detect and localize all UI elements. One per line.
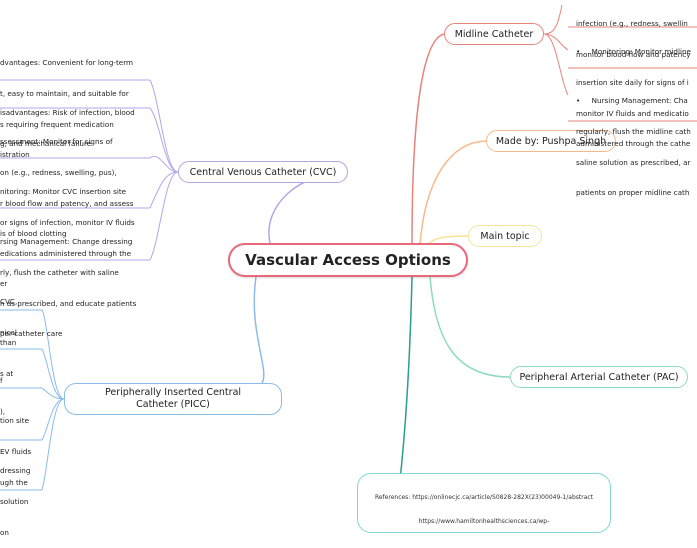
picc-subtopic-3[interactable]: f ), [0, 356, 5, 427]
picc-subtopic-2[interactable]: than s at [0, 318, 16, 389]
topic-label-line2: Catheter (PICC) [136, 399, 210, 410]
subtopic-line: patients on proper midline cath [576, 188, 690, 198]
picc-subtopic-1[interactable]: CVC, nical [0, 277, 17, 348]
references-line-1: References: https://onlinecjc.ca/article… [374, 494, 594, 501]
subtopic-line: f [0, 376, 3, 386]
topic-central-venous-catheter[interactable]: Central Venous Catheter (CVC) [178, 161, 348, 183]
subtopic-line: than [0, 338, 17, 348]
subtopic-line: ), [0, 407, 6, 417]
central-topic-label: Vascular Access Options [245, 251, 451, 269]
subtopic-line: ssessment: Monitor for signs of [0, 137, 113, 147]
picc-subtopic-4[interactable]: tion site EV fluids ugh the [0, 396, 31, 498]
subtopic-line: • Monitoring: Monitor midline [576, 47, 691, 57]
subtopic-line: per catheter care [0, 329, 63, 339]
subtopic-line: isadvantages: Risk of infection, blood [0, 108, 135, 118]
topic-references[interactable]: References: https://onlinecjc.ca/article… [357, 473, 611, 533]
topic-label-line1: Peripherally Inserted Central [104, 387, 242, 398]
topic-midline-catheter[interactable]: Midline Catheter [444, 23, 544, 45]
subtopic-line: infection (e.g., redness, swellin [576, 19, 688, 29]
topic-main-topic[interactable]: Main topic [468, 225, 542, 247]
subtopic-line: rsing Management: Change dressing [0, 237, 133, 247]
topic-label: Main topic [480, 230, 530, 242]
topic-label: Midline Catheter [454, 28, 534, 40]
picc-subtopic-5[interactable]: dressing solution on [0, 446, 30, 548]
subtopic-line: dressing [0, 466, 31, 476]
subtopic-line: EV fluids [0, 447, 32, 457]
subtopic-line: dvantages: Convenient for long-term [0, 58, 134, 68]
subtopic-line: solution [0, 497, 29, 507]
link-root-pac [429, 275, 511, 378]
cvc-subtopic-disadvantages[interactable]: isadvantages: Risk of infection, blood g… [0, 88, 135, 159]
subtopic-line: istration [0, 150, 30, 160]
link-root-midline [411, 33, 445, 246]
subtopic-line: administered through the cathe [576, 139, 691, 149]
topic-peripheral-arterial-catheter[interactable]: Peripheral Arterial Catheter (PAC) [510, 366, 688, 388]
subtopic-line: monitor IV fluids and medicatio [576, 108, 689, 118]
connector-lines [0, 4, 697, 520]
subtopic-line: CVC, [0, 297, 18, 307]
references-line-2: https://www.hamiltonhealthsciences.ca/wp… [418, 518, 550, 525]
link-root-madeby [419, 140, 487, 246]
link-midline-subs [543, 4, 563, 35]
topic-made-by[interactable]: Made by: Pushpa Singh [486, 130, 616, 152]
cvc-subtopic-advantages[interactable]: dvantages: Convenient for long-term t, e… [0, 38, 133, 171]
subtopic-line: on [0, 527, 9, 537]
subtopic-line: ugh the [0, 477, 28, 487]
topic-picc[interactable]: Peripherally Inserted Central Catheter (… [64, 383, 282, 415]
cvc-subtopic-nursing[interactable]: rsing Management: Change dressing rly, f… [0, 217, 136, 350]
link-root-picc [253, 276, 265, 384]
subtopic-line: s at [0, 369, 14, 379]
topic-label: Made by: Pushpa Singh [495, 135, 607, 147]
topic-label: Central Venous Catheter (CVC) [189, 166, 337, 178]
subtopic-line: nical [0, 328, 17, 338]
subtopic-line: on (e.g., redness, swelling, pus), [0, 168, 117, 178]
subtopic-line: insertion site daily for signs of i [576, 78, 689, 88]
subtopic-line: r blood flow and patency, and assess [0, 198, 134, 208]
subtopic-line: t, easy to maintain, and suitable for [0, 89, 129, 99]
midline-subtopic-monitoring[interactable]: • Monitoring: Monitor midline insertion … [576, 27, 691, 160]
subtopic-line: • Nursing Management: Cha [576, 96, 688, 106]
subtopic-line: er [0, 279, 8, 289]
subtopic-line: regularly, flush the midline cath [576, 127, 691, 137]
subtopic-line: or signs of infection, monitor IV fluids [0, 218, 135, 228]
subtopic-line: saline solution as prescribed, ar [576, 157, 691, 167]
subtopic-line: edications administered through the [0, 248, 132, 258]
subtopic-line: n as prescribed, and educate patients [0, 298, 137, 308]
subtopic-line: is of blood clotting [0, 229, 67, 239]
subtopic-line: nitoring: Monitor CVC insertion site [0, 187, 127, 197]
subtopic-line: rly, flush the catheter with saline [0, 268, 119, 278]
subtopic-line: tion site [0, 416, 30, 426]
subtopic-line: s requiring frequent medication [0, 119, 114, 129]
central-topic[interactable]: Vascular Access Options [228, 243, 468, 277]
midline-subtopic-assessment[interactable]: infection (e.g., redness, swellin monito… [576, 0, 690, 70]
topic-label: Peripheral Arterial Catheter (PAC) [519, 371, 679, 383]
subtopic-line: monitor blood flow and patency [576, 50, 691, 60]
cvc-subtopic-monitoring[interactable]: nitoring: Monitor CVC insertion site or … [0, 167, 135, 300]
midline-subtopic-nursing[interactable]: • Nursing Management: Cha regularly, flu… [576, 76, 691, 209]
cvc-subtopic-assessment[interactable]: ssessment: Monitor for signs of on (e.g.… [0, 117, 134, 250]
subtopic-line: g, and mechanical failure [0, 139, 92, 149]
